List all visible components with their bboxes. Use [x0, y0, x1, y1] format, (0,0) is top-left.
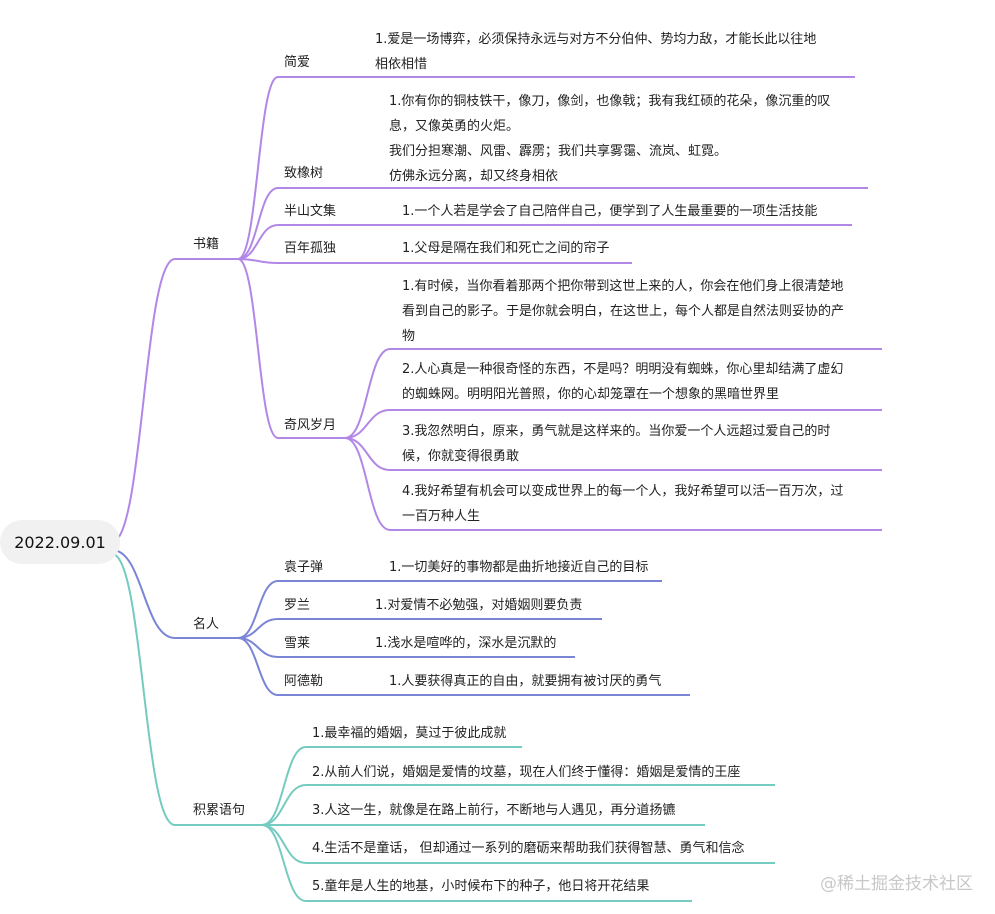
connector-quote-4	[261, 824, 307, 902]
connector-qf-2	[344, 437, 391, 471]
quote-item[interactable]: 5.童年是人生的地基，小时候布下的种子，他日将开花结果	[312, 879, 650, 894]
leaf-line: 4.我好希望有机会可以变成世界上的每一个人，我好希望可以活一百万次，过	[402, 484, 844, 499]
connector-root-books	[111, 258, 176, 543]
topic-boys-life[interactable]: 奇风岁月	[284, 418, 337, 433]
connector-qf-1	[344, 409, 391, 439]
connector-qf-3	[344, 437, 391, 531]
connector-quote-3	[261, 824, 307, 864]
leaf-yuan-zidan[interactable]: 1.一切美好的事物都是曲折地接近自己的目标	[389, 560, 649, 575]
connector-book-1	[237, 187, 279, 260]
leaf-line: 我们分担寒潮、风雷、霹雳；我们共享雾霭、流岚、虹霓。	[389, 144, 728, 159]
topic-solitude[interactable]: 百年孤独	[284, 241, 337, 256]
quote-item[interactable]: 4.生活不是童话， 但却通过一系列的磨砺来帮助我们获得智慧、勇气和信念	[312, 841, 745, 856]
quote-item[interactable]: 2.从前人们说，婚姻是爱情的坟墓，现在人们终于懂得：婚姻是爱情的王座	[312, 765, 741, 780]
leaf-to-the-oak[interactable]: 1.你有你的铜枝铁干，像刀，像剑，也像戟；我有我红硕的花朵，像沉重的叹 息，又像…	[389, 89, 830, 189]
leaf-line: 3.我忽然明白，原来，勇气就是这样来的。当你爱一个人远超过爱自己的时	[402, 424, 831, 439]
leaf-line: 1.有时候，当你看着那两个把你带到这世上来的人，你会在他们身上很清楚地	[402, 279, 844, 294]
leaf-jane-eyre[interactable]: 1.爱是一场博弈，必须保持永远与对方不分伯仲、势均力敌，才能长此以往地 相依相惜	[375, 27, 816, 77]
quote-item[interactable]: 1.最幸福的婚姻，莫过于彼此成就	[312, 726, 507, 741]
leaf-line: 看到自己的影子。于是你就会明白，在这世上，每个人都是自然法则妥协的产	[402, 304, 845, 319]
branch-quotes-label[interactable]: 积累语句	[193, 803, 246, 818]
connector-book-0	[237, 76, 279, 260]
topic-yuan-zidan[interactable]: 袁子弹	[284, 560, 324, 575]
watermark: @稀土掘金技术社区	[820, 874, 973, 894]
topic-shelley[interactable]: 雪莱	[284, 636, 311, 651]
leaf-boys-life-2[interactable]: 2.人心真是一种很奇怪的东西，不是吗？明明没有蜘蛛，你心里却结满了虚幻 的蜘蛛网…	[402, 357, 843, 407]
leaf-line: 1.你有你的铜枝铁干，像刀，像剑，也像戟；我有我红硕的花朵，像沉重的叹	[389, 94, 831, 109]
connector-quote-1	[261, 784, 307, 826]
leaf-line: 物	[402, 329, 416, 344]
leaf-solitude[interactable]: 1.父母是隔在我们和死亡之间的帘子	[402, 241, 610, 256]
leaf-line: 息，又像英勇的火炬。	[389, 119, 520, 134]
leaf-boys-life-1[interactable]: 1.有时候，当你看着那两个把你带到这世上来的人，你会在他们身上很清楚地 看到自己…	[402, 274, 844, 349]
topic-to-the-oak[interactable]: 致橡树	[284, 166, 324, 181]
topic-adler[interactable]: 阿德勒	[284, 674, 324, 689]
connector-root-quotes	[111, 553, 176, 826]
connector-book-4	[237, 258, 279, 439]
connector-person-0	[237, 580, 279, 639]
topic-banshan[interactable]: 半山文集	[284, 204, 337, 219]
leaf-line: 的蜘蛛网。明明阳光普照，你的心却笼罩在一个想象的黑暗世界里	[402, 387, 780, 402]
leaf-line: 相依相惜	[375, 57, 428, 72]
leaf-shelley[interactable]: 1.浅水是喧哗的，深水是沉默的	[375, 636, 557, 651]
branch-people-label[interactable]: 名人	[193, 617, 220, 632]
connector-quote-0	[261, 746, 307, 826]
leaf-banshan[interactable]: 1.一个人若是学会了自己陪伴自己，便学到了人生最重要的一项生活技能	[402, 204, 818, 219]
leaf-boys-life-4[interactable]: 4.我好希望有机会可以变成世界上的每一个人，我好希望可以活一百万次，过 一百万种…	[402, 479, 843, 529]
leaf-line: 仿佛永远分离，却又终身相依	[389, 169, 559, 184]
branch-books-label[interactable]: 书籍	[193, 237, 220, 252]
leaf-line: 1.爱是一场博弈，必须保持永远与对方不分伯仲、势均力敌，才能长此以往地	[375, 32, 817, 47]
leaf-boys-life-3[interactable]: 3.我忽然明白，原来，勇气就是这样来的。当你爱一个人远超过爱自己的时 候，你就变…	[402, 419, 830, 469]
leaf-roland[interactable]: 1.对爱情不必勉强，对婚姻则要负责	[375, 598, 583, 613]
leaf-line: 候，你就变得很勇敢	[402, 449, 520, 464]
root-node[interactable]: 2022.09.01	[0, 520, 120, 564]
leaf-adler[interactable]: 1.人要获得真正的自由，就要拥有被讨厌的勇气	[389, 674, 662, 689]
topic-jane-eyre[interactable]: 简爱	[284, 55, 311, 70]
quote-item[interactable]: 3.人这一生，就像是在路上前行，不断地与人遇见，再分道扬镳	[312, 803, 676, 818]
connector-root-people	[111, 549, 176, 639]
connector-book-3	[237, 258, 279, 264]
connector-book-2	[237, 224, 279, 260]
connector-person-3	[237, 637, 279, 696]
connector-qf-0	[344, 348, 391, 439]
leaf-line: 一百万种人生	[402, 509, 481, 524]
topic-roland[interactable]: 罗兰	[284, 598, 311, 613]
leaf-line: 2.人心真是一种很奇怪的东西，不是吗？明明没有蜘蛛，你心里却结满了虚幻	[402, 362, 844, 377]
